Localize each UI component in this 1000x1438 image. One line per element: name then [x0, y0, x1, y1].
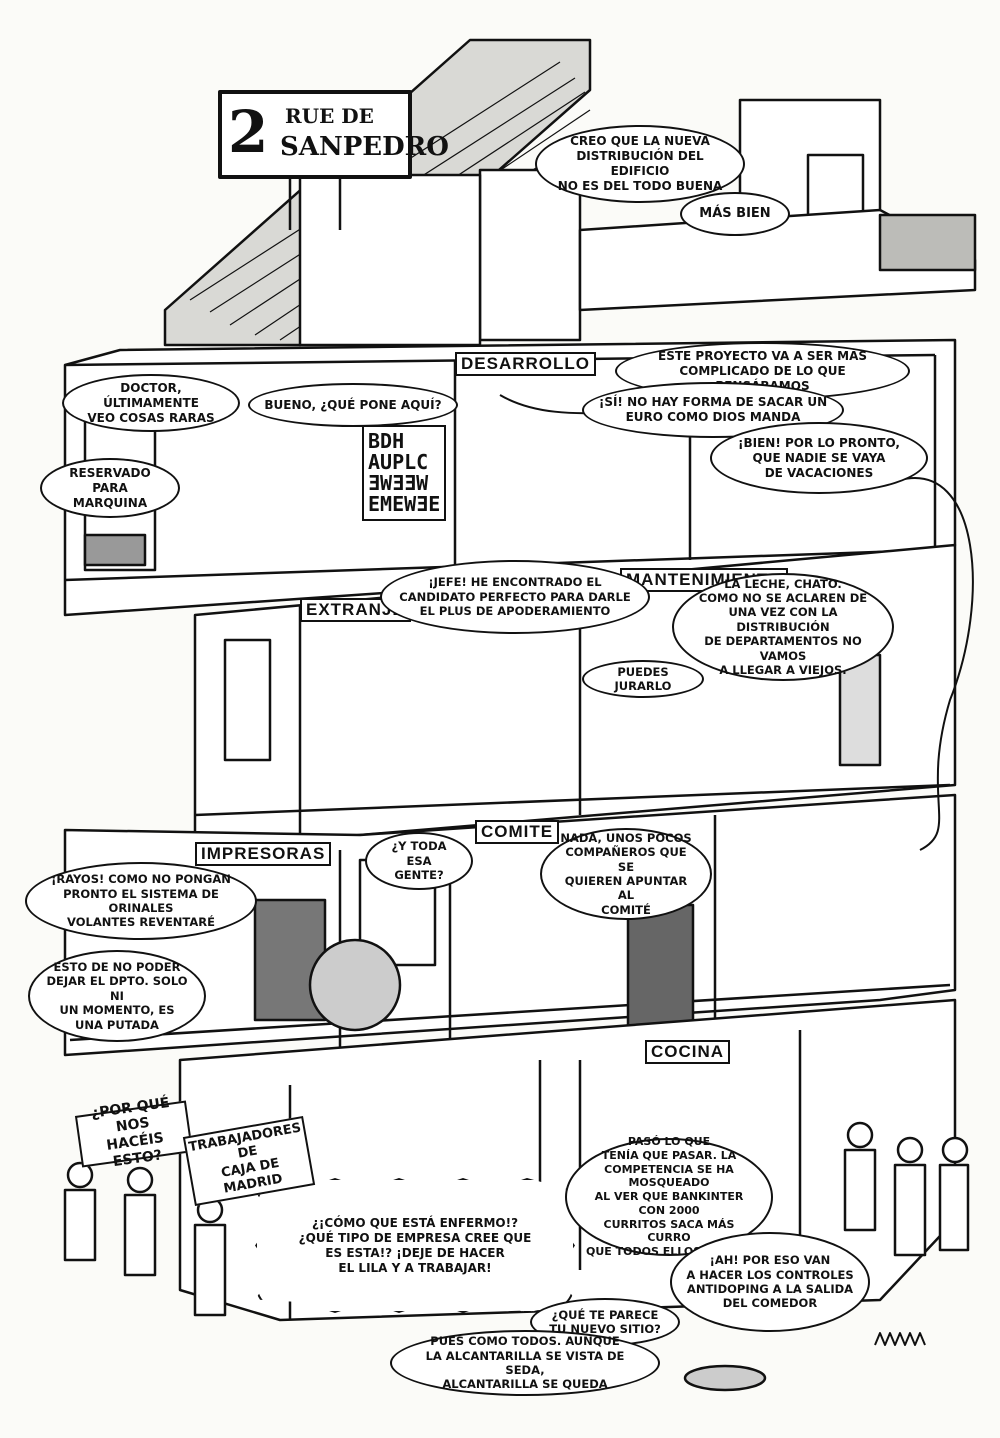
bubble-creo: CREO QUE LA NUEVA DISTRIBUCIÓN DEL EDIFI… — [535, 125, 745, 203]
terrace — [578, 208, 977, 312]
street-sign — [218, 90, 412, 179]
manhole — [683, 1364, 767, 1392]
bubble-rayos: ¡RAYOS! COMO NO PONGAN PRONTO EL SISTEMA… — [25, 862, 257, 940]
bubble-leche: LA LECHE, CHATO. COMO NO SE ACLAREN DE U… — [672, 573, 894, 681]
bubble-ah: ¡AH! POR ESO VAN A HACER LOS CONTROLES A… — [670, 1232, 870, 1332]
paper-streamer — [899, 477, 974, 851]
bubble-esto: ESTO DE NO PODER DEJAR EL DPTO. SOLO NI … — [28, 950, 206, 1042]
sign-street-line2: SANPEDRO — [280, 132, 449, 162]
bubble-bien: ¡BIEN! POR LO PRONTO, QUE NADIE SE VAYA … — [710, 422, 928, 494]
bubble-mas-bien: MÁS BIEN — [680, 192, 790, 236]
protesters-crowd — [63, 1121, 970, 1317]
artist-signature — [874, 1332, 926, 1346]
bubble-nada: NADA, UNOS POCOS COMPAÑEROS QUE SE QUIER… — [540, 828, 712, 920]
bubble-bueno: BUENO, ¿QUÉ PONE AQUÍ? — [248, 383, 458, 427]
room-label-cocina: COCINA — [645, 1040, 731, 1064]
bubble-reservado: RESERVADO PARA MARQUINA — [40, 458, 180, 518]
bubble-pues: PUES COMO TODOS. AUNQUE LA ALCANTARILLA … — [390, 1330, 660, 1396]
room-label-comite: COMITE — [475, 820, 560, 844]
room-label-impresoras: IMPRESORAS — [195, 842, 332, 866]
bubble-doctor: DOCTOR, ÚLTIMAMENTE VEO COSAS RARAS — [62, 374, 240, 432]
penthouse-door — [478, 168, 582, 342]
picket-por-que: ¿POR QUÉ NOS HACÉIS ESTO? — [74, 1095, 194, 1170]
bubble-puedes: PUEDES JURARLO — [582, 660, 704, 698]
bubble-enfermo: ¿¡CÓMO QUE ESTÁ ENFERMO!? ¿QUÉ TIPO DE E… — [255, 1178, 575, 1313]
bubble-jefe: ¡JEFE! HE ENCONTRADO EL CANDIDATO PERFEC… — [380, 560, 650, 634]
bubble-toda: ¿Y TODA ESA GENTE? — [365, 832, 473, 890]
sign-street-line1: RUE DE — [285, 104, 374, 128]
eye-chart: BDH AUPLC ƎWƎƎW EMEWƎE — [362, 425, 447, 521]
sign-number: 2 — [228, 98, 269, 166]
room-label-extranjero: EXTRANJE — [300, 598, 411, 622]
room-label-desarrollo: DESARROLLO — [455, 352, 596, 376]
